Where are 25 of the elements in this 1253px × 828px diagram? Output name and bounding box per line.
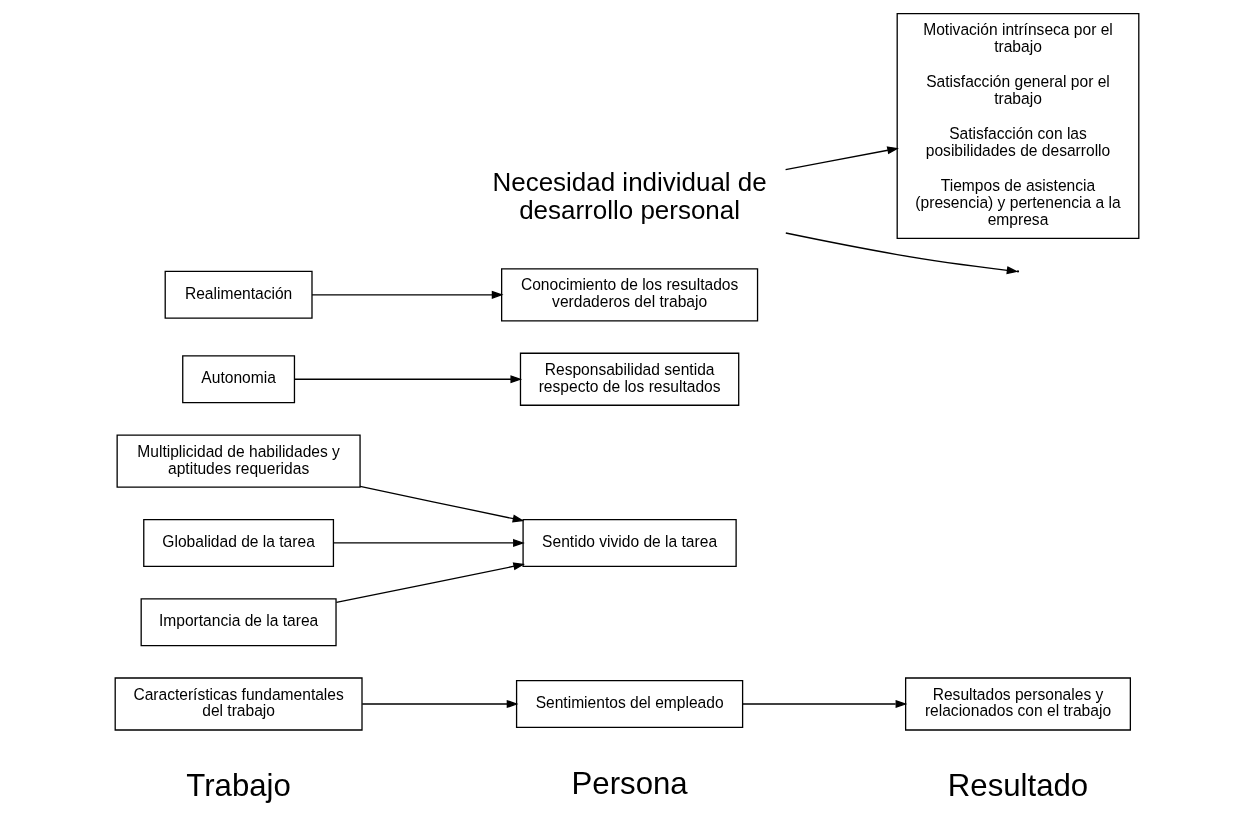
arrow bbox=[332, 538, 525, 548]
node-text: Necesidad individual de desarrollo personal bbox=[491, 166, 767, 226]
node-box: Multiplicidad de habilidades y aptitudes requeridas bbox=[116, 434, 361, 488]
arrow bbox=[293, 375, 522, 384]
node-box: Realimentación bbox=[164, 270, 313, 319]
arrow bbox=[784, 146, 899, 171]
node-box: Resultados personales y relacionados con el trabajo bbox=[904, 677, 1131, 731]
arrow bbox=[335, 562, 525, 604]
node-box: Importancia de la tarea bbox=[140, 598, 337, 647]
arrow bbox=[361, 699, 518, 709]
node-box: Características fundamentales del trabajo bbox=[114, 677, 363, 731]
node-box: Sentido vivido de la tarea bbox=[521, 518, 737, 567]
node-box: Autonomia bbox=[181, 355, 295, 404]
label: Persona bbox=[571, 765, 688, 801]
node-box: Sentimientos del empleado bbox=[515, 679, 743, 729]
arrow bbox=[784, 232, 1018, 275]
node-box: Motivación intrínseca por el trabajo Satisfacción general por el trabajo Satisfacción con las posibilidades de desarrollo Tiempos de asistencia (presencia) y pertenencia a la empresa bbox=[896, 12, 1139, 239]
arrow bbox=[359, 485, 524, 523]
label: Resultado bbox=[947, 768, 1088, 804]
label: Trabajo bbox=[185, 768, 291, 804]
node-box: Globalidad de la tarea bbox=[142, 518, 334, 567]
arrow bbox=[310, 290, 503, 299]
node-box: Responsabilidad sentida respecto de los resultados bbox=[519, 352, 739, 406]
arrow bbox=[741, 699, 907, 709]
node-box: Conocimiento de los resultados verdaderos del trabajo bbox=[500, 268, 758, 322]
